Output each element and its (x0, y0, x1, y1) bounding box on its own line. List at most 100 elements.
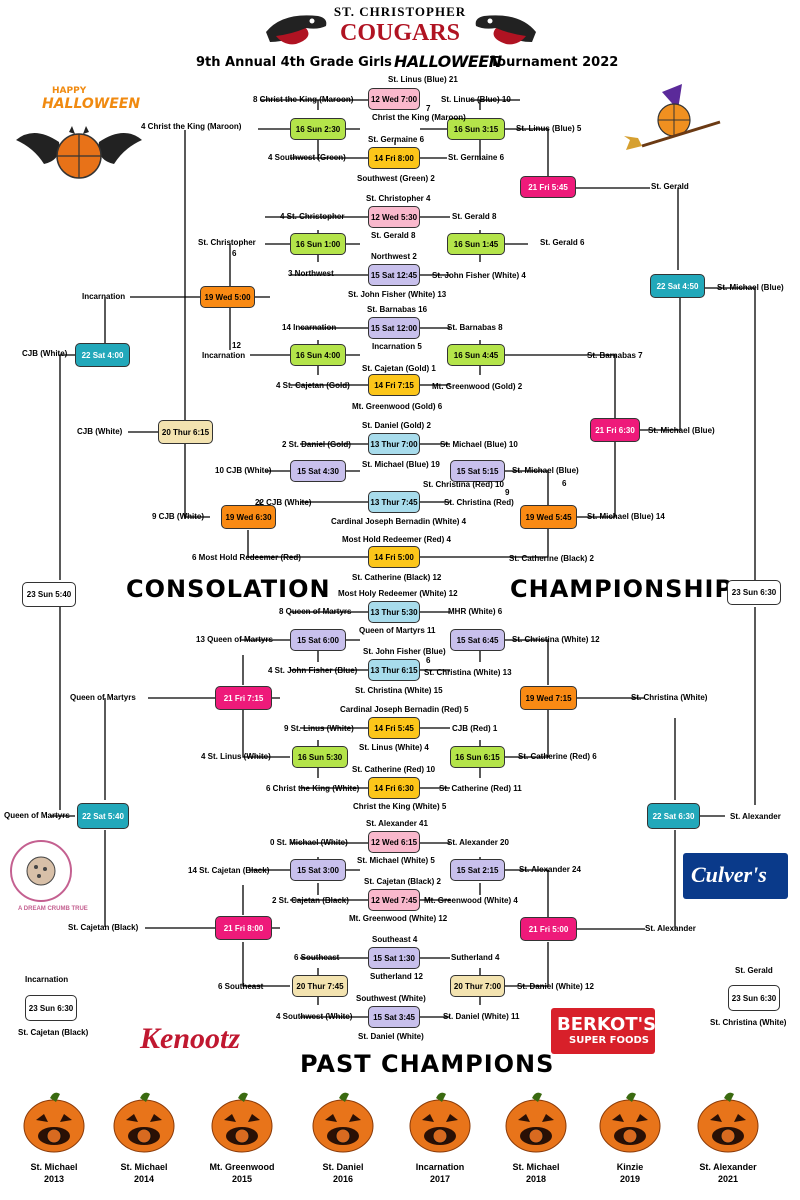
champion-year: 2014 (133, 1174, 155, 1184)
pumpkin-icon (409, 1092, 471, 1153)
title-halloween: HALLOWEEN (394, 52, 502, 71)
game-box[interactable]: 16 Sun 2:30 (290, 118, 346, 140)
game-box[interactable]: 15 Sat 1:30 (368, 947, 420, 969)
berkots-logo: BERKOT'S SUPER FOODS (551, 1008, 656, 1054)
champion-name: Mt. Greenwood (209, 1162, 275, 1172)
game-box[interactable]: 23 Sun 6:30 (25, 995, 77, 1021)
team-label: St. Cajetan (Black) (18, 1028, 89, 1037)
team-label: St. Linus (Blue) 10 (441, 95, 511, 104)
team-label: St. Michael (Blue) 19 (362, 460, 440, 469)
team-label: 2 St. Daniel (Gold) (282, 440, 351, 449)
game-box[interactable]: 15 Sat 12:45 (368, 264, 420, 286)
team-label: CJB (White) (77, 427, 123, 436)
game-box[interactable]: 12 Wed 5:30 (368, 206, 420, 228)
team-label: St. Catherine (Red) 6 (518, 752, 597, 761)
game-box[interactable]: 13 Thur 7:45 (368, 491, 420, 513)
game-box[interactable]: 15 Sat 5:15 (450, 460, 505, 482)
game-box[interactable]: 14 Fri 8:00 (368, 147, 420, 169)
team-label: St. Catherine (Black) 12 (352, 573, 442, 582)
game-box[interactable]: 23 Sun 5:40 (22, 582, 76, 607)
team-label: 4 Christ the King (Maroon) (141, 122, 242, 131)
champion-name: St. Michael (30, 1162, 78, 1172)
game-box[interactable]: 16 Sun 4:00 (290, 344, 346, 366)
game-box[interactable]: 20 Thur 6:15 (158, 420, 213, 444)
team-label: 8 Queen of Martyrs (279, 607, 352, 616)
game-box[interactable]: 12 Wed 6:15 (368, 831, 420, 853)
game-box[interactable]: 23 Sun 6:30 (728, 985, 780, 1011)
game-box[interactable]: 16 Sun 6:15 (450, 746, 505, 768)
game-box[interactable]: 16 Sun 1:00 (290, 233, 346, 255)
game-box[interactable]: 16 Sun 5:30 (292, 746, 348, 768)
game-box[interactable]: 19 Wed 7:15 (520, 686, 577, 710)
team-label: St. Gerald 8 (371, 231, 416, 240)
game-box[interactable]: 23 Sun 6:30 (727, 580, 781, 605)
game-box[interactable]: 14 Fri 5:45 (368, 717, 420, 739)
game-box[interactable]: 12 Wed 7:45 (368, 889, 420, 911)
game-box[interactable]: 20 Thur 7:45 (292, 975, 348, 997)
pumpkin-icon (599, 1092, 661, 1153)
team-label: Christ the King (Maroon) (372, 113, 466, 122)
team-label: MHR (White) 6 (448, 607, 503, 616)
game-box[interactable]: 21 Fri 5:45 (520, 176, 576, 198)
team-label: 7 (426, 104, 431, 113)
champion-name: Incarnation (415, 1162, 465, 1172)
team-label: St. Cajetan (Black) (68, 923, 139, 932)
game-box[interactable]: 15 Sat 6:45 (450, 629, 505, 651)
game-box[interactable]: 12 Wed 7:00 (368, 88, 420, 110)
game-box[interactable]: 13 Thur 6:15 (368, 659, 420, 681)
game-box[interactable]: 22 Sat 4:50 (650, 274, 705, 298)
team-label: St. John Fisher (Blue) (363, 647, 446, 656)
pumpkin-icon (312, 1092, 374, 1153)
team-label: St. Barnabas 7 (587, 351, 643, 360)
team-label: 6 Southeast (294, 953, 340, 962)
team-label: 0 St. Michael (White) (270, 838, 348, 847)
game-box[interactable]: 15 Sat 2:15 (450, 859, 505, 881)
team-label: St. Daniel (White) 12 (517, 982, 594, 991)
team-label: St. John Fisher (White) 4 (432, 271, 526, 280)
team-label: St. Alexander (730, 812, 781, 821)
game-box[interactable]: 15 Sat 3:00 (290, 859, 346, 881)
team-label: 6 Most Hold Redeemer (Red) (192, 553, 301, 562)
team-label: Sutherland 12 (370, 972, 423, 981)
team-label: Mt. Greenwood (Gold) 2 (432, 382, 523, 391)
team-label: Incarnation (202, 351, 246, 360)
team-label: St. Catherine (Red) 11 (439, 784, 522, 793)
champion-name: St. Michael (512, 1162, 560, 1172)
team-label: St. Michael (White) 5 (357, 856, 435, 865)
game-box[interactable]: 19 Wed 6:30 (221, 505, 276, 529)
game-box[interactable]: 14 Fri 5:00 (368, 546, 420, 568)
game-box[interactable]: 22 Sat 5:40 (77, 803, 129, 829)
team-label: 4 St. Cajetan (Gold) (276, 381, 350, 390)
team-label: Mt. Greenwood (White) 12 (349, 914, 448, 923)
pumpkin-icon (697, 1092, 759, 1153)
game-box[interactable]: 13 Thur 7:00 (368, 433, 420, 455)
bat-basketball-icon (16, 126, 142, 179)
team-label: 6 (562, 479, 567, 488)
team-label: Southwest (White) (356, 994, 426, 1003)
culvers-text: Culver's (691, 862, 767, 887)
game-box[interactable]: 16 Sun 1:45 (447, 233, 505, 255)
game-box[interactable]: 19 Wed 5:45 (520, 505, 577, 529)
game-box[interactable]: 21 Fri 7:15 (215, 686, 272, 710)
pumpkin-icon (211, 1092, 273, 1153)
game-box[interactable]: 15 Sat 3:45 (368, 1006, 420, 1028)
game-box[interactable]: 13 Thur 5:30 (368, 601, 420, 623)
game-box[interactable]: 21 Fri 5:00 (520, 917, 577, 941)
team-label: Southeast 4 (372, 935, 418, 944)
game-box[interactable]: 15 Sat 6:00 (290, 629, 346, 651)
team-label: 4 Southwest (Green) (268, 153, 346, 162)
game-box[interactable]: 21 Fri 8:00 (215, 916, 272, 940)
game-box[interactable]: 14 Fri 6:30 (368, 777, 420, 799)
team-label: 4 St. Christopher (280, 212, 345, 221)
game-box[interactable]: 15 Sat 12:00 (368, 317, 420, 339)
game-box[interactable]: 22 Sat 4:00 (75, 343, 130, 367)
game-box[interactable]: 20 Thur 7:00 (450, 975, 505, 997)
game-box[interactable]: 16 Sun 3:15 (447, 118, 505, 140)
game-box[interactable]: 21 Fri 6:30 (590, 418, 640, 442)
game-box[interactable]: 14 Fri 7:15 (368, 374, 420, 396)
champion-year: 2015 (231, 1174, 253, 1184)
game-box[interactable]: 22 Sat 6:30 (647, 803, 700, 829)
game-box[interactable]: 16 Sun 4:45 (447, 344, 505, 366)
game-box[interactable]: 19 Wed 5:00 (200, 286, 255, 308)
game-box[interactable]: 15 Sat 4:30 (290, 460, 346, 482)
